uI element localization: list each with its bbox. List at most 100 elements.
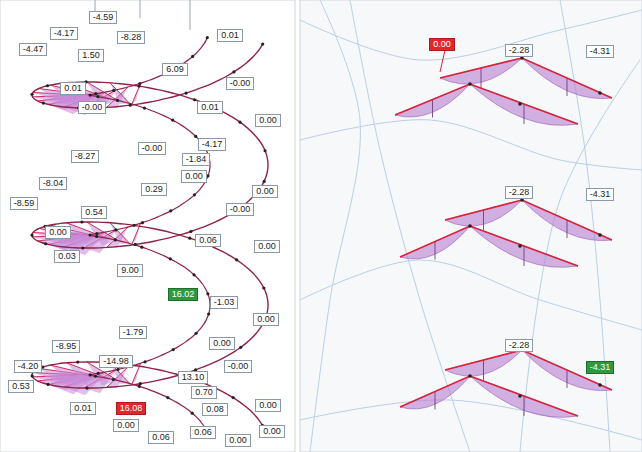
- value-label: 0.03: [54, 250, 80, 263]
- node-dot: [112, 378, 115, 381]
- value-label: 0.00: [45, 226, 71, 239]
- node-dot: [468, 374, 472, 378]
- node-dot: [46, 84, 49, 87]
- node-dot: [598, 91, 602, 95]
- node-dot: [31, 374, 34, 377]
- grid-line: [300, 10, 642, 60]
- node-dot: [172, 348, 175, 351]
- moment-diagram: [300, 0, 642, 452]
- value-label: -4.17: [50, 27, 79, 40]
- value-label: -2.28: [505, 186, 534, 199]
- value-label: 6.09: [162, 63, 188, 76]
- node-dot: [468, 82, 472, 86]
- ordinate: [524, 104, 525, 124]
- node-dot: [138, 385, 141, 388]
- node-dot: [239, 346, 242, 349]
- left-panel: [0, 0, 295, 452]
- value-label: 9.00: [117, 264, 143, 277]
- value-label: -4.20: [14, 360, 43, 373]
- node-dot: [206, 174, 209, 177]
- node-dot: [195, 332, 198, 335]
- node-dot: [235, 258, 238, 261]
- node-dot: [189, 230, 192, 233]
- node-dot: [114, 228, 117, 231]
- moment-fill: [132, 83, 141, 105]
- value-label: -4.17: [198, 138, 227, 151]
- value-label: 0.01: [70, 402, 96, 415]
- node-dot: [238, 121, 241, 124]
- ordinate: [483, 210, 484, 230]
- node-dot: [598, 233, 602, 237]
- node-dot: [166, 396, 169, 399]
- member-line: [445, 200, 612, 240]
- node-dot: [96, 95, 99, 98]
- ordinate: [435, 242, 436, 260]
- node-dot: [44, 242, 47, 245]
- value-label: 0.08: [202, 403, 228, 416]
- value-label: -4.31: [586, 45, 615, 58]
- value-label: 0.06: [195, 234, 221, 247]
- node-dot: [518, 394, 522, 398]
- value-label: 0.00: [259, 425, 285, 438]
- grid-line: [310, 0, 360, 452]
- node-dot: [129, 104, 132, 107]
- node-dot: [192, 273, 195, 276]
- grid-line: [300, 120, 642, 170]
- node-dot: [468, 224, 472, 228]
- staircase-model: [30, 0, 268, 435]
- value-label: -8.59: [10, 197, 39, 210]
- value-label: -0.00: [138, 142, 167, 155]
- node-dot: [30, 233, 33, 236]
- inner-stringer: [90, 38, 210, 436]
- value-label: 0.00: [209, 337, 235, 350]
- value-label: -4.47: [19, 43, 48, 56]
- right-panel: [300, 0, 642, 452]
- node-dot: [143, 360, 146, 363]
- node-dot: [132, 224, 135, 227]
- node-dot: [191, 55, 194, 58]
- node-dot: [88, 373, 91, 376]
- node-dot: [46, 383, 49, 386]
- value-label: -8.95: [52, 340, 81, 353]
- value-label: -1.79: [119, 326, 148, 339]
- node-dot: [42, 102, 45, 105]
- support-line: [190, 0, 191, 30]
- node-dot: [263, 180, 266, 183]
- value-label: 0.00: [253, 313, 279, 326]
- value-label: 0.54: [81, 206, 107, 219]
- ordinate: [481, 68, 482, 88]
- node-dot: [95, 235, 98, 238]
- value-label: -4.31: [586, 188, 615, 201]
- value-label: -2.28: [505, 44, 534, 57]
- node-dot: [97, 372, 100, 375]
- node-dot: [81, 246, 84, 249]
- value-label: 0.01: [60, 82, 86, 95]
- value-label: 0.00: [255, 399, 281, 412]
- ordinate: [567, 220, 568, 238]
- ordinate: [483, 360, 484, 380]
- node-dot: [520, 198, 524, 202]
- node-dot: [207, 312, 210, 315]
- node-dot: [188, 237, 191, 240]
- ordinate: [432, 100, 433, 118]
- node-dot: [138, 82, 141, 85]
- node-dot: [116, 368, 119, 371]
- member-line: [400, 226, 578, 266]
- value-label: 13.10: [178, 371, 209, 384]
- node-dot: [94, 92, 97, 95]
- ordinate: [435, 392, 436, 410]
- value-label: -0.00: [78, 101, 107, 114]
- value-label: 0.01: [217, 29, 243, 42]
- value-label: 0.00: [113, 419, 139, 432]
- grid-line: [300, 400, 642, 440]
- node-dot: [143, 106, 146, 109]
- value-label: -2.28: [505, 339, 534, 352]
- member-line: [395, 84, 578, 124]
- value-label: 1.50: [78, 49, 104, 62]
- node-dot: [116, 99, 119, 102]
- node-dot: [88, 93, 91, 96]
- node-dot: [520, 56, 524, 60]
- value-label: 0.53: [8, 380, 34, 393]
- grid-line: [300, 260, 642, 330]
